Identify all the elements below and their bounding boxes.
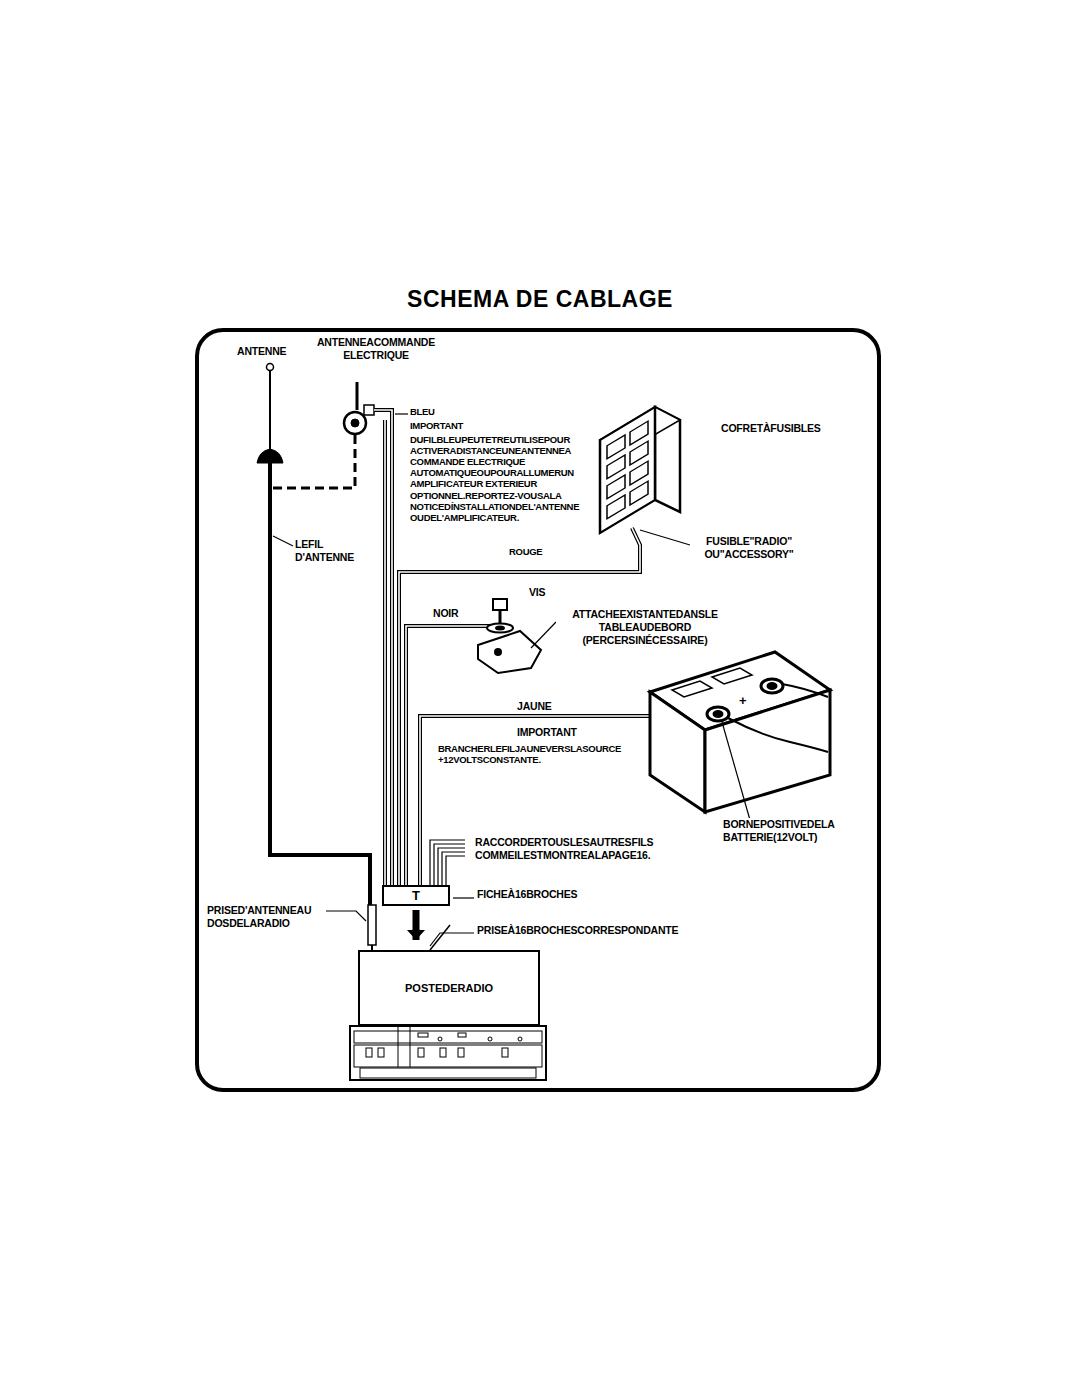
- insert-arrow: [413, 910, 420, 940]
- wiring-label: FICHEÀ16BROCHES: [476, 888, 578, 901]
- frame: [197, 330, 879, 1090]
- wiring-label: COFRETÀFUSIBLES: [720, 422, 822, 435]
- diagram-title: SCHEMA DE CABLAGE: [0, 286, 1080, 313]
- wiring-label: NOIR: [432, 607, 459, 620]
- wiring-label: BORNEPOSITIVEDELA BATTERIE(12VOLT): [722, 818, 860, 844]
- plug-16-pin: T: [382, 885, 450, 906]
- wiring-label: PRISED'ANTENNEAU DOSDELARADIO: [206, 904, 326, 930]
- wiring-label: BLEU: [409, 406, 436, 417]
- node-text: T: [412, 888, 420, 903]
- wiring-label: ATTACHEEXISTANTEDANSLE TABLEAUDEBORD (PE…: [556, 608, 734, 647]
- leader-lines: [207, 414, 750, 946]
- antenna: [257, 364, 370, 906]
- wiring-label: ROUGE: [508, 546, 543, 557]
- wiring-label: ANTENNEACOMMANDE ELECTRIQUE: [300, 336, 452, 362]
- wiring-label: JAUNE: [516, 700, 553, 713]
- ground-screw: [478, 599, 541, 673]
- wiring-label: +: [738, 693, 747, 708]
- radio-unit: POSTEDERADIO: [358, 950, 540, 1026]
- wiring-label: ANTENNE: [236, 345, 287, 358]
- wiring-label: LEFIL D'ANTENNE: [294, 538, 366, 564]
- wiring-label: RACCORDERTOUSLESAUTRESFILS COMMEILESTMON…: [474, 836, 708, 862]
- battery: [650, 652, 830, 812]
- wiring-label: FUSIBLE"RADIO" OU"ACCESSORY": [690, 535, 808, 561]
- wiring-label: PRISEÀ16BROCHESCORRESPONDANTE: [476, 924, 679, 937]
- wiring-label: BRANCHERLEFILJAUNEVERSLASOURCE +12VOLTSC…: [437, 743, 629, 765]
- wiring-label: DUFILBLEUPEUTETREUTILISEPOUR ACTIVERADIS…: [409, 434, 597, 523]
- wiring-label: VIS: [528, 586, 546, 599]
- wiring-label: IMPORTANT: [516, 726, 578, 739]
- wiring-label: IMPORTANT: [409, 420, 464, 431]
- fuse-box: [600, 407, 680, 533]
- node-text: POSTEDERADIO: [405, 982, 493, 994]
- electric-antenna: [272, 382, 374, 488]
